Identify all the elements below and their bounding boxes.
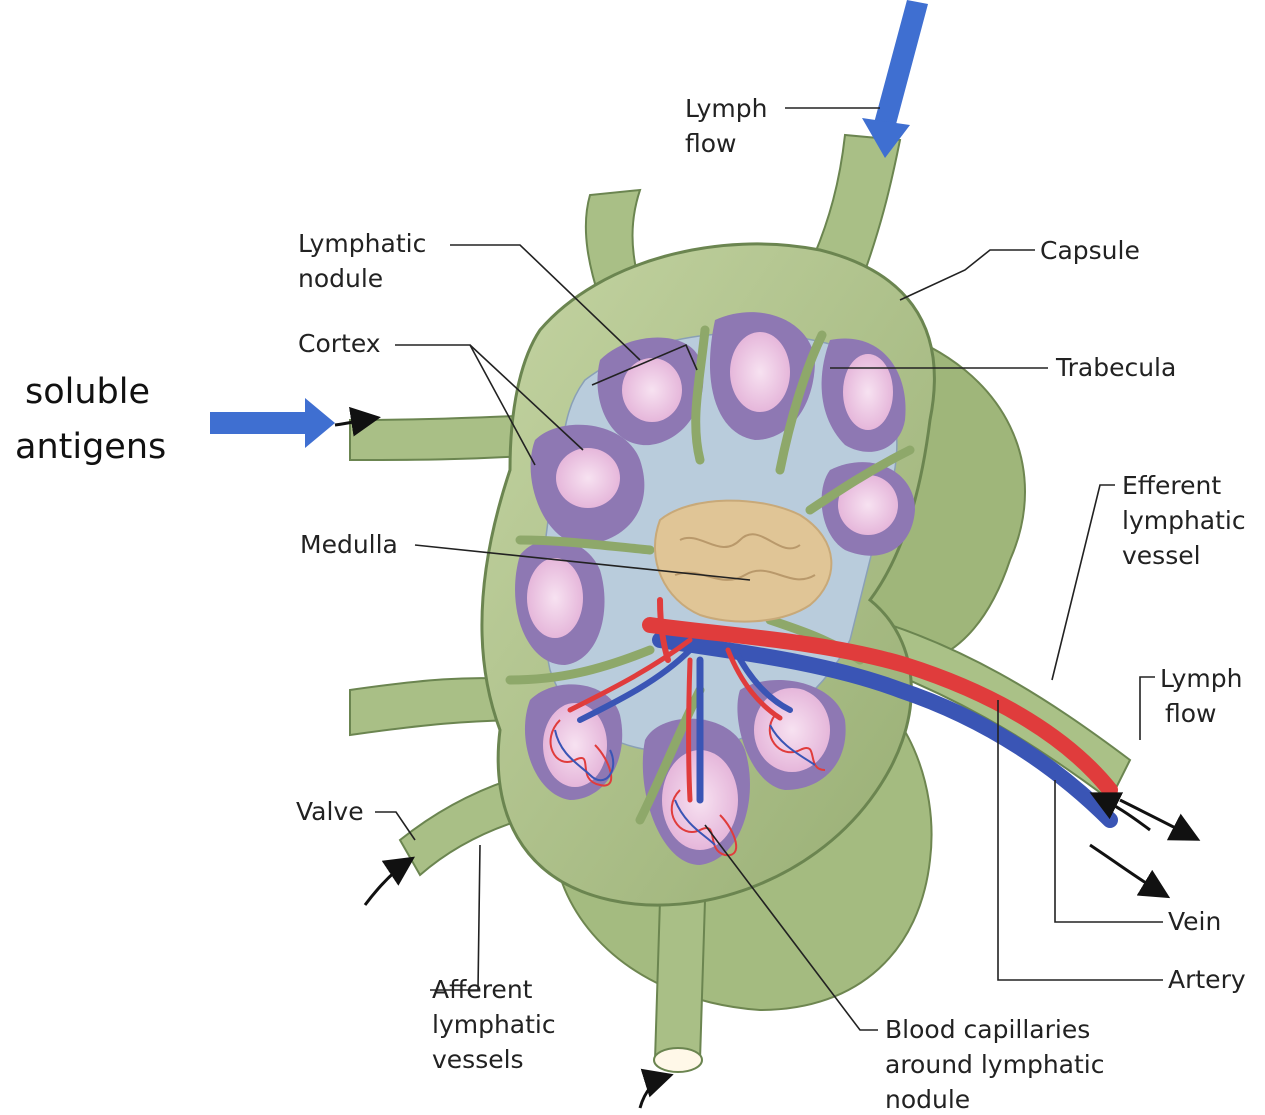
svg-text:soluble: soluble [25, 372, 150, 412]
svg-text:around lymphatic: around lymphatic [885, 1050, 1104, 1079]
label-cortex: Cortex [298, 329, 381, 358]
medulla-region [655, 501, 831, 622]
label-afferent-lymphatic-vessels: Afferent lymphatic vessels [432, 975, 556, 1074]
svg-text:nodule: nodule [885, 1085, 970, 1114]
label-lymphatic-nodule: Lymphatic nodule [298, 229, 426, 293]
label-valve: Valve [296, 797, 364, 826]
label-lymph-flow-top: Lymph flow [685, 94, 768, 158]
svg-text:lymphatic: lymphatic [432, 1010, 556, 1039]
svg-text:Lymph: Lymph [1160, 664, 1243, 693]
svg-text:Efferent: Efferent [1122, 471, 1221, 500]
soluble-antigens-label: soluble antigens [15, 372, 166, 467]
label-vein: Vein [1168, 907, 1221, 936]
svg-text:Lymphatic: Lymphatic [298, 229, 426, 258]
svg-text:vessels: vessels [432, 1045, 524, 1074]
svg-text:antigens: antigens [15, 427, 166, 467]
svg-text:lymphatic: lymphatic [1122, 506, 1246, 535]
label-lymph-flow-right: Lymph flow [1160, 664, 1243, 728]
label-medulla: Medulla [300, 530, 398, 559]
svg-text:nodule: nodule [298, 264, 383, 293]
svg-text:Blood capillaries: Blood capillaries [885, 1015, 1090, 1044]
label-blood-capillaries: Blood capillaries around lymphatic nodul… [885, 1015, 1104, 1114]
vessel-opening-icon [654, 1048, 702, 1072]
label-artery: Artery [1168, 965, 1246, 994]
svg-text:flow: flow [685, 129, 737, 158]
label-trabecula: Trabecula [1055, 353, 1176, 382]
svg-text:vessel: vessel [1122, 541, 1201, 570]
label-efferent-lymphatic-vessel: Efferent lymphatic vessel [1122, 471, 1246, 570]
svg-text:Afferent: Afferent [432, 975, 533, 1004]
label-capsule: Capsule [1040, 236, 1140, 265]
svg-text:flow: flow [1165, 699, 1217, 728]
svg-text:Lymph: Lymph [685, 94, 768, 123]
lymph-entry-arrow-icon [862, 0, 928, 158]
soluble-antigens-arrow-icon [210, 398, 335, 448]
